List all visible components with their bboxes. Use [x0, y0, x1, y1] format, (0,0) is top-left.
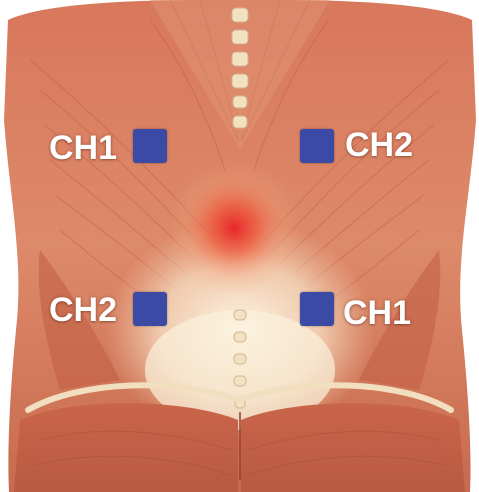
pain-hotspot-icon	[166, 160, 302, 296]
channel-label-upper-right: CH2	[345, 128, 413, 162]
electrode-pad-lower-right[interactable]	[300, 292, 334, 326]
channel-label-lower-left: CH2	[49, 293, 117, 327]
channel-label-lower-right: CH1	[343, 296, 411, 330]
channel-label-upper-left: CH1	[49, 131, 117, 165]
electrode-pad-upper-right[interactable]	[300, 129, 334, 163]
electrode-pad-lower-left[interactable]	[133, 292, 167, 326]
electrode-pad-upper-left[interactable]	[133, 129, 167, 163]
